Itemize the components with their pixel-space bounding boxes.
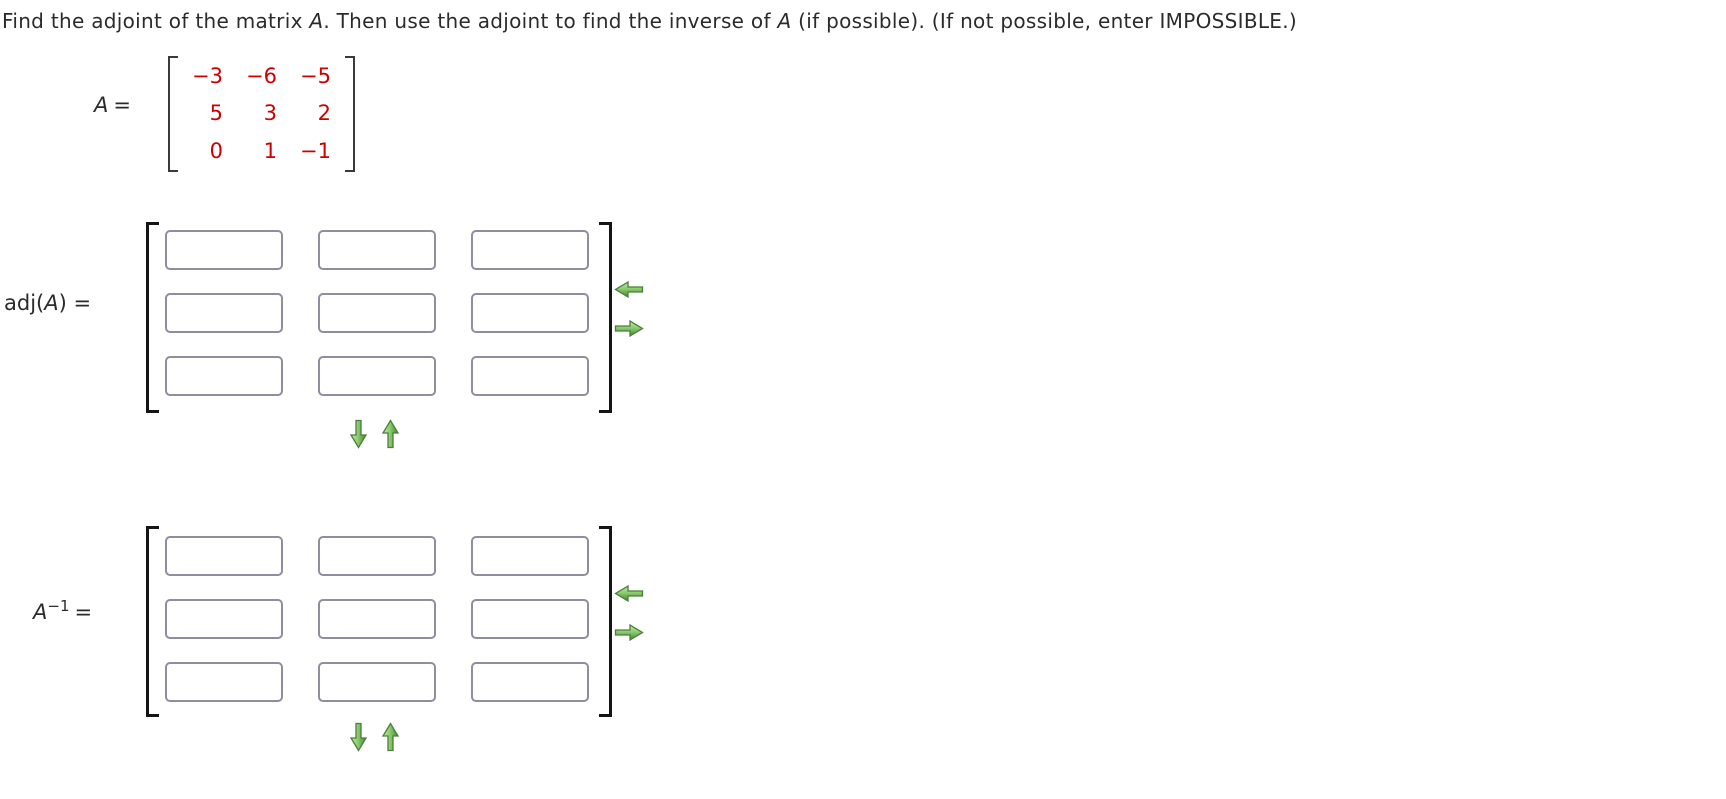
inverse-cell-input-r3c3[interactable]: [471, 662, 589, 702]
inverse-exponent: −1: [47, 597, 70, 615]
inverse-answer-matrix: [165, 536, 589, 702]
adjoint-cell-input-r3c2[interactable]: [318, 356, 436, 396]
adjoint-cell-input-r3c3[interactable]: [471, 356, 589, 396]
left-block-arrow-icon: [614, 584, 644, 603]
inverse-cell-input-r1c1[interactable]: [165, 536, 283, 576]
statement-text: Find the adjoint of the matrix: [2, 9, 310, 33]
adjoint-label-prefix: adj(: [4, 291, 45, 315]
adjoint-cell-input-r1c1[interactable]: [165, 230, 283, 270]
right-block-arrow-icon: [614, 319, 644, 338]
adjoint-add-row-button[interactable]: [349, 419, 368, 449]
left-block-arrow-icon: [614, 280, 644, 299]
matrix-a-label: A=: [94, 93, 131, 117]
inverse-cell-input-r2c1[interactable]: [165, 599, 283, 639]
matrix-a-value-r1c3: −5: [300, 64, 331, 88]
inverse-cell-input-r1c2[interactable]: [318, 536, 436, 576]
matrix-a-value-r3c1: 0: [209, 138, 223, 163]
math-variable: A: [777, 9, 792, 33]
equals-sign: =: [74, 600, 93, 624]
matrix-a-value-r3c3: −1: [300, 138, 331, 163]
statement-text: (if possible). (If not possible, enter I…: [791, 9, 1297, 33]
inverse-cell-input-r2c3[interactable]: [471, 599, 589, 639]
down-block-arrow-icon: [349, 722, 368, 752]
math-variable: A: [309, 9, 324, 33]
matrix-a-bracket-left: [168, 56, 178, 172]
up-block-arrow-icon: [381, 722, 400, 752]
adjoint-cell-input-r2c3[interactable]: [471, 293, 589, 333]
inverse-matrix-bracket-left: [146, 526, 159, 717]
matrix-a-value-r1c1: −3: [192, 64, 223, 88]
down-block-arrow-icon: [349, 419, 368, 449]
adjoint-cell-input-r3c1[interactable]: [165, 356, 283, 396]
matrix-a-bracket-right: [345, 56, 355, 172]
matrix-a-values: −3 −6 −5 5 3 2 0 1 −1: [185, 58, 331, 170]
statement-text: . Then use the adjoint to find the inver…: [323, 9, 778, 33]
adjoint-cell-input-r2c1[interactable]: [165, 293, 283, 333]
matrix-a-value-r2c2: 3: [263, 101, 277, 126]
matrix-a-value-r1c2: −6: [246, 64, 277, 88]
inverse-add-column-button[interactable]: [614, 623, 644, 642]
adjoint-label: adj(A) =: [4, 291, 91, 315]
up-block-arrow-icon: [381, 419, 400, 449]
problem-statement: Find the adjoint of the matrix A. Then u…: [2, 9, 1297, 33]
adjoint-label-suffix: ) =: [58, 291, 92, 315]
adjoint-matrix-bracket-right: [599, 222, 612, 413]
equals-sign: =: [113, 93, 131, 117]
adjoint-remove-row-button[interactable]: [381, 419, 400, 449]
math-variable-a: A: [44, 291, 59, 315]
matrix-a-value-r2c3: 2: [317, 101, 331, 126]
adjoint-cell-input-r1c2[interactable]: [318, 230, 436, 270]
adjoint-answer-matrix: [165, 230, 589, 396]
right-block-arrow-icon: [614, 623, 644, 642]
adjoint-cell-input-r1c3[interactable]: [471, 230, 589, 270]
adjoint-matrix-bracket-left: [146, 222, 159, 413]
inverse-cell-input-r3c2[interactable]: [318, 662, 436, 702]
math-variable-a: A: [94, 93, 109, 117]
inverse-label: A−1=: [33, 597, 92, 624]
matrix-a-value-r3c2: 1: [263, 138, 277, 163]
inverse-remove-column-button[interactable]: [614, 584, 644, 603]
adjoint-remove-column-button[interactable]: [614, 280, 644, 299]
math-variable-a: A: [33, 600, 48, 624]
inverse-cell-input-r1c3[interactable]: [471, 536, 589, 576]
inverse-remove-row-button[interactable]: [381, 722, 400, 752]
inverse-matrix-bracket-right: [599, 526, 612, 717]
inverse-cell-input-r3c1[interactable]: [165, 662, 283, 702]
adjoint-cell-input-r2c2[interactable]: [318, 293, 436, 333]
adjoint-add-column-button[interactable]: [614, 319, 644, 338]
inverse-add-row-button[interactable]: [349, 722, 368, 752]
inverse-cell-input-r2c2[interactable]: [318, 599, 436, 639]
matrix-a-value-r2c1: 5: [209, 101, 223, 126]
